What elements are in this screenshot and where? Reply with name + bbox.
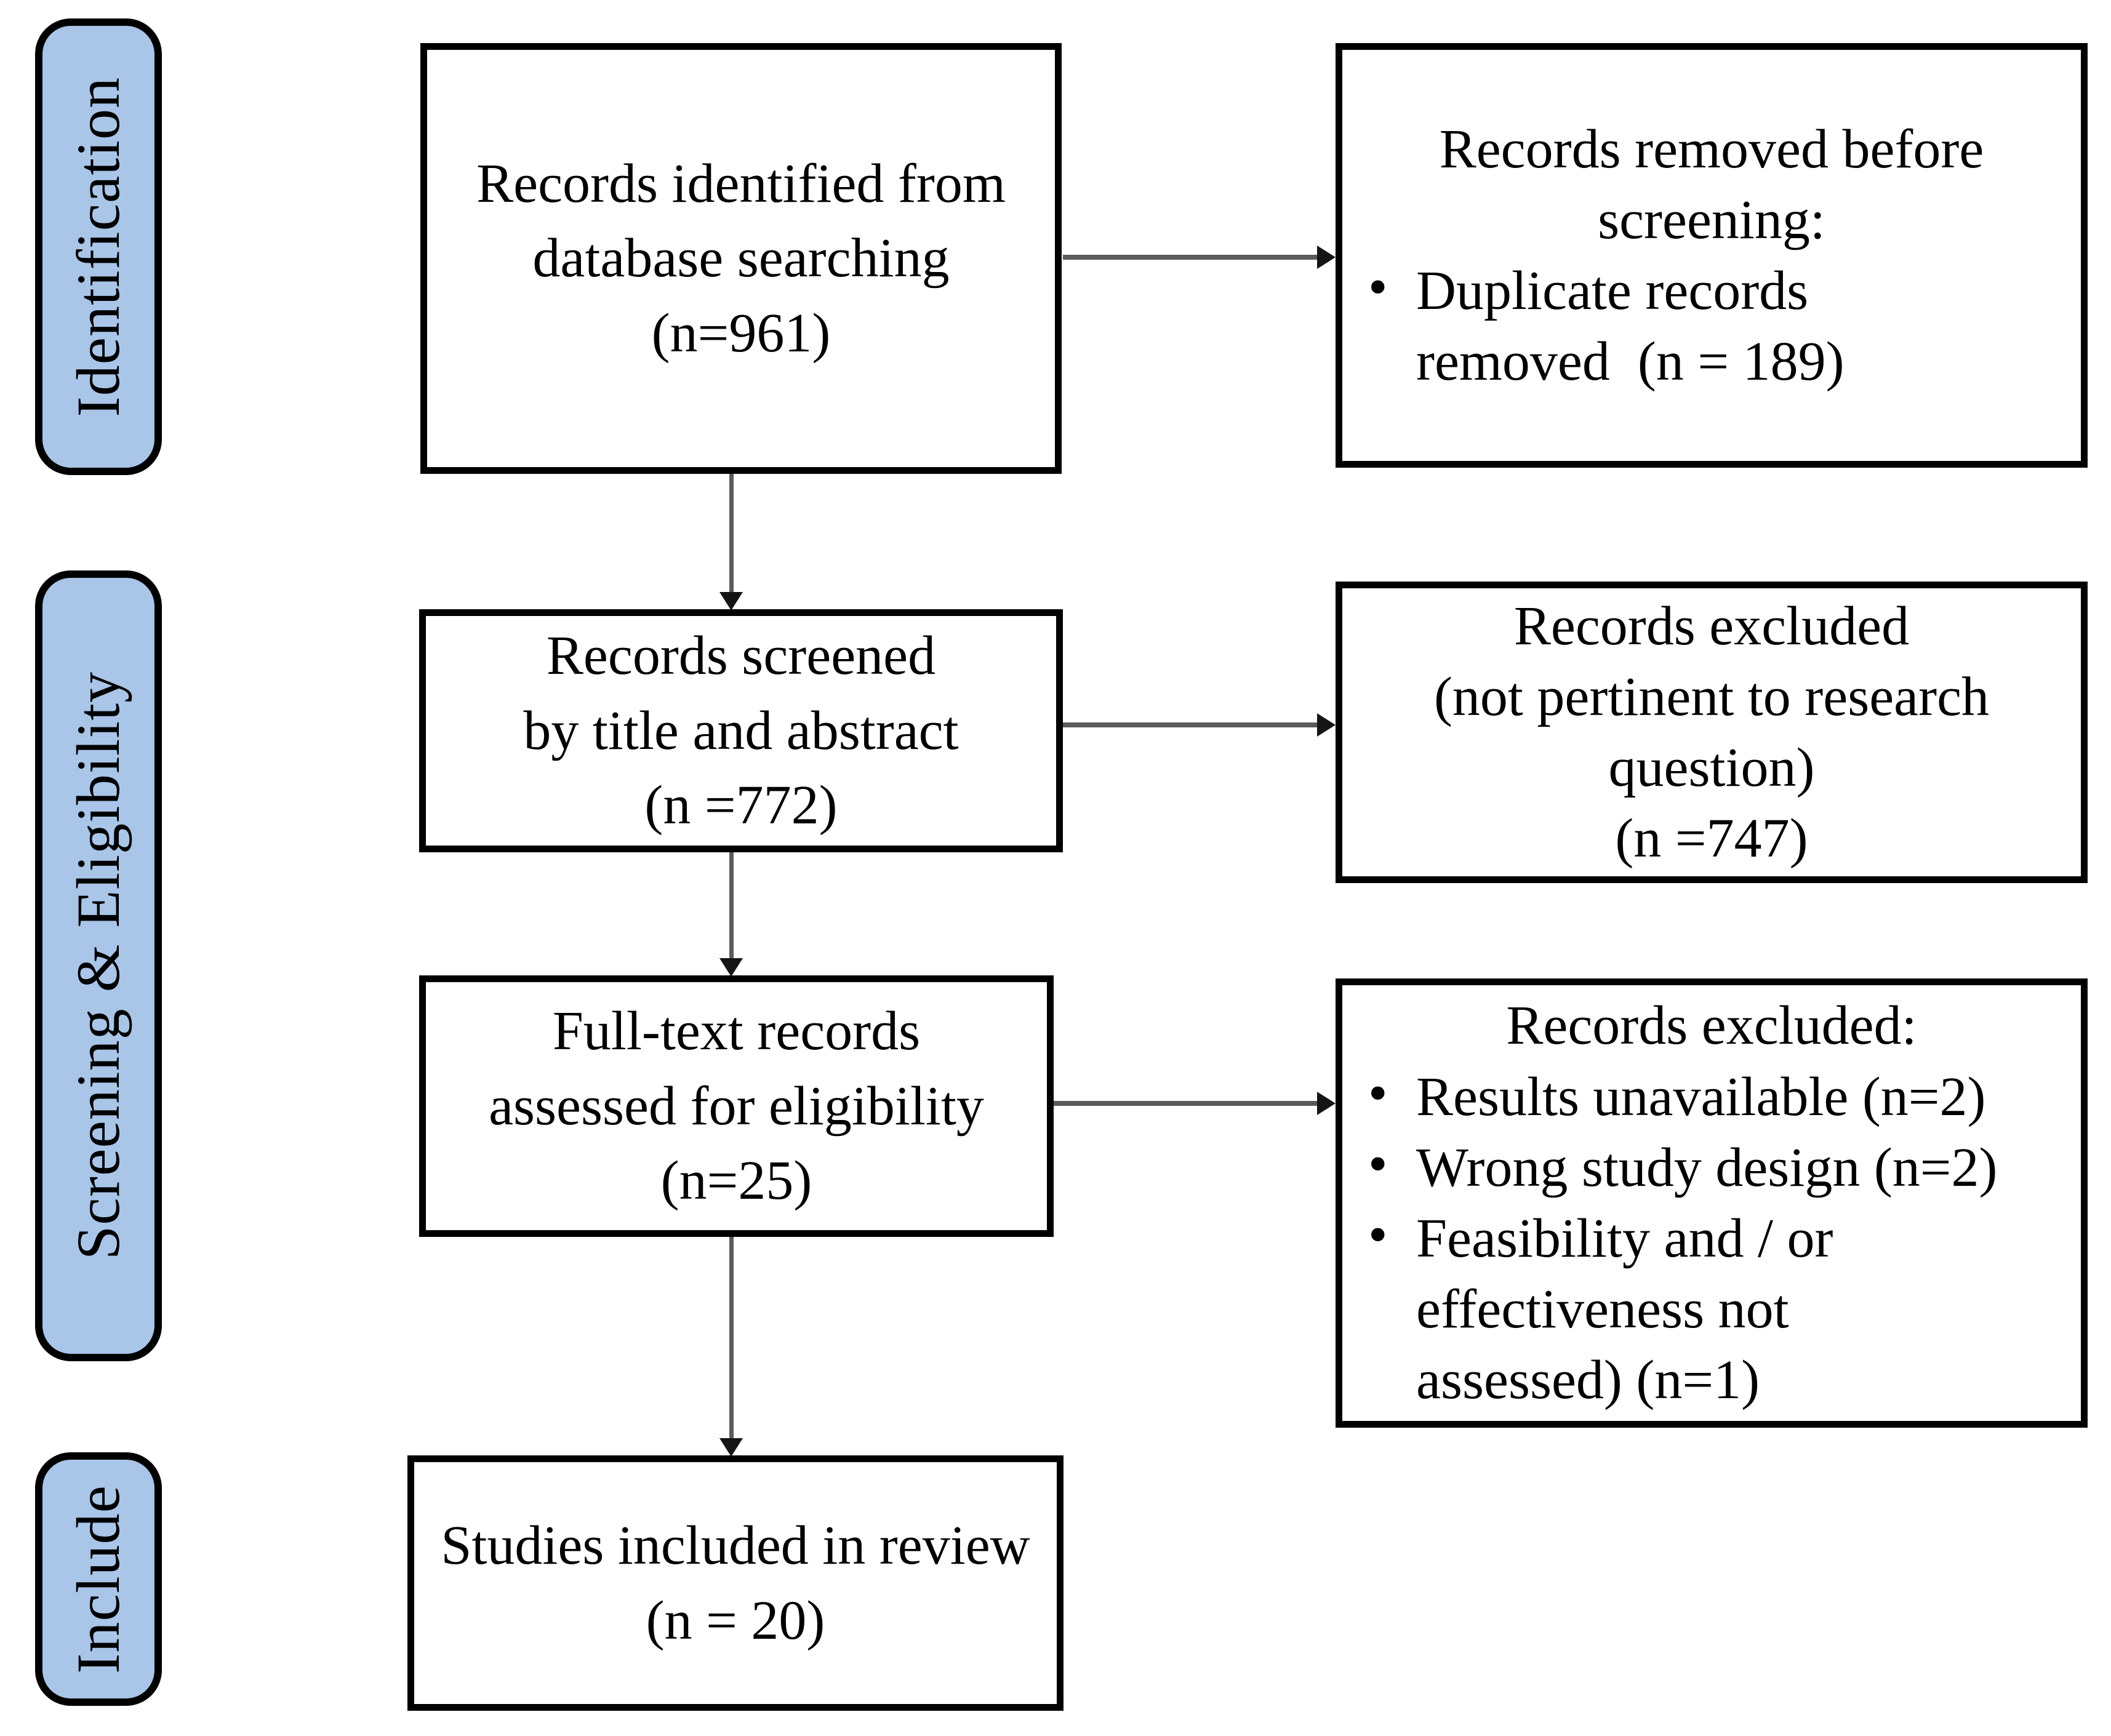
arrow-head-down-icon [719, 958, 743, 977]
box-fulltext-assessed-text: Full-text records assessed for eligibili… [489, 1001, 984, 1212]
arrow-head-right-icon [1317, 713, 1336, 737]
box-records-identified-text: Records identified from database searchi… [476, 153, 1006, 364]
stage-identification-label: Identification [64, 76, 132, 417]
box-records-excluded-screening-text: Records excluded (not pertinent to resea… [1433, 595, 1990, 870]
arrow-shaft [729, 474, 734, 597]
stage-screening-eligibility-label: Screening & Eligibility [64, 671, 132, 1260]
list-item: • Wrong study design (n=2) [1367, 1132, 2069, 1203]
box-records-excluded-fulltext-title: Records excluded: [1506, 995, 1917, 1057]
arrow-shaft [729, 852, 734, 963]
box-records-identified: Records identified from database searchi… [420, 43, 1062, 474]
arrow-head-right-icon [1317, 1092, 1336, 1115]
box-studies-included: Studies included in review (n = 20) [407, 1455, 1064, 1711]
bullet-text: Results unavailable (n=2) [1416, 1066, 1986, 1127]
arrow-head-right-icon [1317, 246, 1336, 269]
stage-include: Include [35, 1452, 162, 1706]
stage-identification: Identification [35, 18, 162, 475]
box-records-removed-title: Records removed before screening: [1439, 118, 1984, 250]
bullet-text: Wrong study design (n=2) [1416, 1137, 1998, 1198]
bullet-text: Duplicate records removed (n = 189) [1416, 260, 1845, 393]
bullet-icon: • [1368, 1133, 1388, 1194]
box-records-excluded-screening: Records excluded (not pertinent to resea… [1336, 582, 2088, 883]
box-records-excluded-fulltext: Records excluded: • Results unavailable … [1336, 978, 2088, 1428]
arrow-shaft [1054, 1101, 1322, 1106]
stage-include-label: Include [64, 1484, 132, 1674]
list-item: • Results unavailable (n=2) [1367, 1062, 2069, 1132]
records-removed-bullet-list: • Duplicate records removed (n = 189) [1342, 255, 2081, 397]
box-records-screened-text: Records screened by title and abstract (… [523, 625, 959, 836]
records-excluded-bullet-list: • Results unavailable (n=2) • Wrong stud… [1342, 1062, 2081, 1416]
list-item: • Feasibility and / or effectiveness not… [1367, 1203, 2069, 1416]
bullet-text: Feasibility and / or effectiveness not a… [1416, 1208, 1833, 1411]
bullet-icon: • [1368, 1204, 1388, 1265]
box-fulltext-assessed: Full-text records assessed for eligibili… [419, 975, 1054, 1237]
arrow-shaft [1063, 722, 1322, 727]
stage-screening-eligibility: Screening & Eligibility [35, 570, 162, 1361]
bullet-icon: • [1368, 1062, 1388, 1124]
arrow-shaft [729, 1237, 734, 1443]
box-records-removed-before-screening: Records removed before screening: • Dupl… [1336, 43, 2088, 468]
arrow-head-down-icon [719, 1438, 743, 1457]
arrow-shaft [1063, 255, 1322, 260]
bullet-icon: • [1368, 257, 1388, 318]
box-records-screened: Records screened by title and abstract (… [419, 609, 1063, 852]
arrow-head-down-icon [719, 592, 743, 610]
box-studies-included-text: Studies included in review (n = 20) [441, 1515, 1030, 1651]
list-item: • Duplicate records removed (n = 189) [1367, 255, 2069, 397]
